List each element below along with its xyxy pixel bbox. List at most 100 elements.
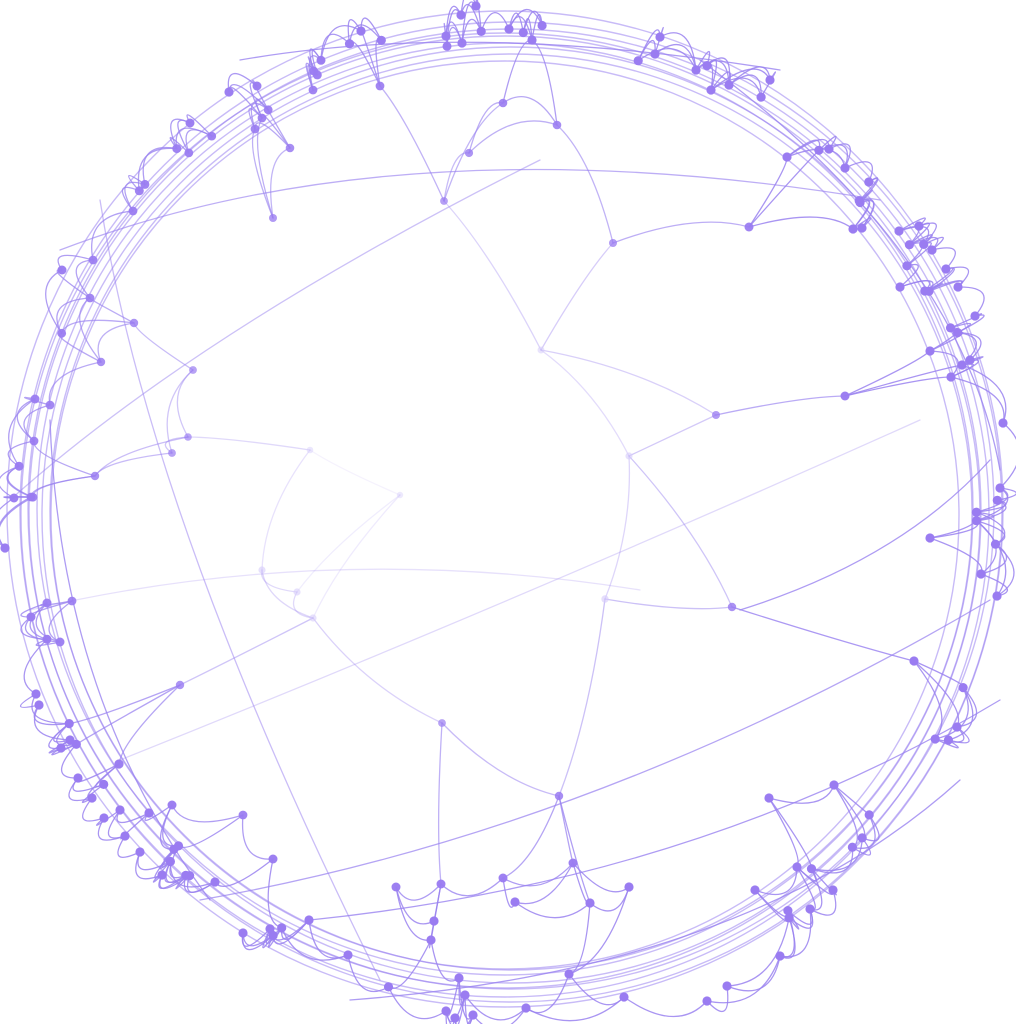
globe-mesh-line (292, 591, 314, 619)
globe-node (73, 773, 83, 783)
globe-node (277, 923, 287, 933)
globe-node (165, 856, 175, 867)
globe-node (909, 656, 919, 666)
globe-mesh-line (861, 814, 880, 842)
globe-node (442, 41, 452, 51)
globe-mesh-line (45, 269, 63, 334)
globe-mesh-line (443, 102, 504, 202)
globe-node (953, 282, 963, 292)
globe-mesh-line (30, 475, 96, 498)
globe-mesh-line (8, 398, 36, 467)
globe-mesh-line (133, 322, 194, 371)
globe-mesh-line (179, 617, 314, 686)
globe-rim-ring (49, 53, 973, 971)
globe-mesh-line (844, 364, 963, 397)
globe-node (806, 864, 817, 874)
globe-rim-ring (50, 60, 960, 970)
globe-node (957, 360, 967, 370)
globe-node (864, 810, 874, 820)
globe-mesh-line (250, 102, 269, 130)
globe-node (356, 26, 366, 36)
globe-node (114, 759, 124, 769)
globe-mesh-line (430, 939, 460, 982)
globe-mesh-line (166, 369, 194, 454)
globe-node (840, 163, 850, 173)
globe-mesh-line (349, 779, 961, 1001)
globe-node (927, 245, 937, 255)
globe-mesh-line (395, 886, 435, 925)
globe-mesh-line (525, 996, 625, 1022)
globe-node (252, 81, 262, 91)
globe-mesh-line (94, 436, 189, 477)
globe-node (375, 81, 385, 91)
globe-node (0, 543, 10, 553)
globe-node (775, 951, 785, 961)
globe-mesh-line (24, 616, 61, 643)
globe-node (88, 255, 98, 265)
globe-mesh-line (445, 1010, 456, 1024)
globe-node (476, 26, 486, 36)
globe-mesh-line (844, 350, 931, 397)
globe-mesh-line (199, 599, 991, 901)
globe-node (391, 882, 401, 892)
globe-mesh-line (754, 866, 798, 896)
globe-mesh-line (502, 39, 533, 104)
globe-mesh-line (748, 156, 788, 228)
globe-node (454, 973, 464, 983)
globe-node (722, 981, 732, 991)
globe-mesh-line (254, 122, 291, 149)
globe-mesh-line (956, 331, 982, 361)
globe-node (498, 98, 508, 108)
globe-node (784, 913, 794, 923)
globe-mesh-line (379, 85, 445, 202)
globe-node (958, 683, 968, 693)
globe-node (756, 92, 766, 102)
globe-node (30, 394, 40, 404)
globe-mesh-line (975, 520, 1007, 597)
globe-node (285, 143, 295, 153)
globe-node (765, 75, 775, 85)
globe-node (971, 507, 982, 517)
globe-mesh-line (931, 247, 956, 270)
globe-mesh-line (118, 684, 181, 765)
globe-node (128, 206, 138, 216)
globe-mesh-line (35, 602, 61, 643)
globe-mesh-line (440, 877, 504, 897)
globe-node (293, 588, 301, 596)
globe-mesh-line (261, 569, 314, 619)
globe-node (847, 842, 858, 852)
globe-mesh-line (699, 59, 1001, 471)
globe-mesh-line (59, 168, 881, 251)
globe-node (814, 145, 824, 155)
globe-mesh-line (75, 684, 181, 745)
globe-node (609, 239, 617, 247)
globe-mesh-line (961, 364, 1007, 424)
globe-node (953, 328, 963, 338)
globe-mesh-line (33, 704, 71, 741)
globe-mesh-line (266, 107, 291, 149)
globe-mesh-line (531, 39, 558, 126)
globe-mesh-line (851, 837, 872, 856)
globe-node (468, 1010, 478, 1020)
globe-node (585, 898, 595, 908)
globe-mesh-line (947, 726, 970, 744)
globe-node (376, 35, 386, 45)
globe-node (175, 680, 185, 690)
globe-mesh-line (468, 120, 558, 154)
globe-mesh-line (128, 175, 146, 192)
globe-node (992, 495, 1002, 505)
globe-node (306, 446, 314, 454)
globe-mesh-line (187, 436, 311, 451)
globe-node (172, 144, 182, 154)
globe-node (429, 916, 439, 926)
globe-mesh-line (175, 127, 213, 150)
globe-mesh-line (56, 722, 77, 746)
globe-node (464, 148, 474, 158)
globe-node (518, 27, 528, 38)
globe-mesh-line (994, 543, 1015, 597)
globe-mesh-line (637, 48, 697, 71)
globe-node (727, 602, 737, 612)
globe-mesh-line (176, 369, 194, 438)
globe-rim-ring (41, 46, 981, 984)
